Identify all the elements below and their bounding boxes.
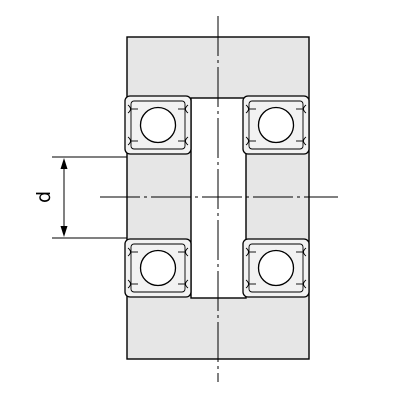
bearing-top-left: [124, 95, 192, 155]
dimension-label-d: d: [33, 191, 55, 203]
bearing-top-right: [242, 95, 310, 155]
bearing-bottom-left: [124, 238, 192, 298]
dimension-arrow-top: [60, 158, 68, 169]
bearing-bottom-right: [242, 238, 310, 298]
dimension-arrow-bottom: [60, 226, 68, 237]
